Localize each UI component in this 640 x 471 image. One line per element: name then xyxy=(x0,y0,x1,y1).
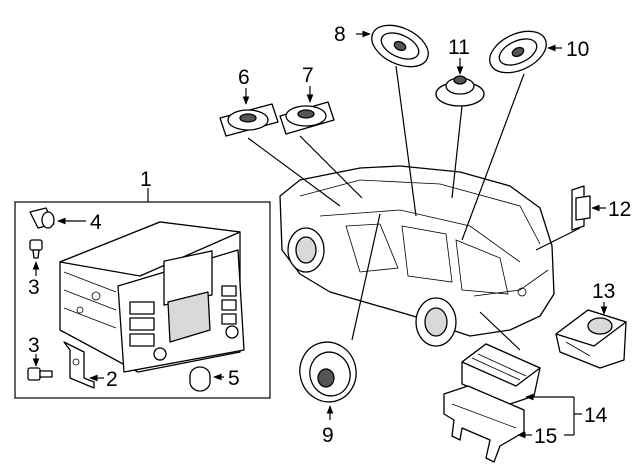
speaker-6-icon xyxy=(219,103,279,137)
callout-1: 1 xyxy=(140,168,152,191)
callout-8: 8 xyxy=(334,23,346,46)
speaker-7-icon xyxy=(279,101,335,135)
head-unit-icon xyxy=(59,221,245,373)
callout-3a: 3 xyxy=(28,276,40,299)
leader-line-14-car xyxy=(479,311,521,351)
speaker-8-icon xyxy=(371,24,429,68)
callout-4: 4 xyxy=(90,211,102,234)
callout-2: 2 xyxy=(106,368,118,391)
knob-icon xyxy=(189,366,211,392)
callout-12: 12 xyxy=(608,198,631,221)
car-icon xyxy=(279,165,555,347)
leader-line-7-car xyxy=(299,135,363,199)
amplifier-14-icon xyxy=(461,343,541,405)
callout-11: 11 xyxy=(448,36,470,59)
callout-13: 13 xyxy=(592,280,615,303)
speaker-10-icon xyxy=(489,30,547,74)
callout-7: 7 xyxy=(302,64,314,87)
leader-line-8-car xyxy=(395,65,417,217)
radio-assembly-frame xyxy=(14,201,271,399)
leader-line-9-car xyxy=(351,213,381,341)
callout-15: 15 xyxy=(534,425,557,448)
bracket-icon xyxy=(63,341,95,389)
callout-14: 14 xyxy=(584,404,608,427)
callout-5: 5 xyxy=(228,367,240,390)
leader-line-6-car xyxy=(247,137,341,207)
screw-lower-icon xyxy=(27,367,53,381)
module-13-icon xyxy=(555,309,627,369)
bracket-15-icon xyxy=(443,385,525,463)
leader-line-12-car xyxy=(535,227,581,251)
leader-line-11-car xyxy=(451,105,463,199)
callout-3b: 3 xyxy=(28,334,40,357)
woofer-9-icon xyxy=(299,341,357,403)
clip-12-icon xyxy=(571,185,591,231)
callout-10: 10 xyxy=(566,38,589,61)
callout-6: 6 xyxy=(238,66,250,89)
callout-bracket-14-15 xyxy=(517,393,582,439)
callout-9: 9 xyxy=(322,424,334,447)
screw-upper-icon xyxy=(29,239,43,259)
radio-assembly-group xyxy=(14,188,271,399)
leader-line-10-car xyxy=(461,73,525,241)
tweeter-11-icon xyxy=(435,75,485,107)
spacer-icon xyxy=(29,207,55,229)
